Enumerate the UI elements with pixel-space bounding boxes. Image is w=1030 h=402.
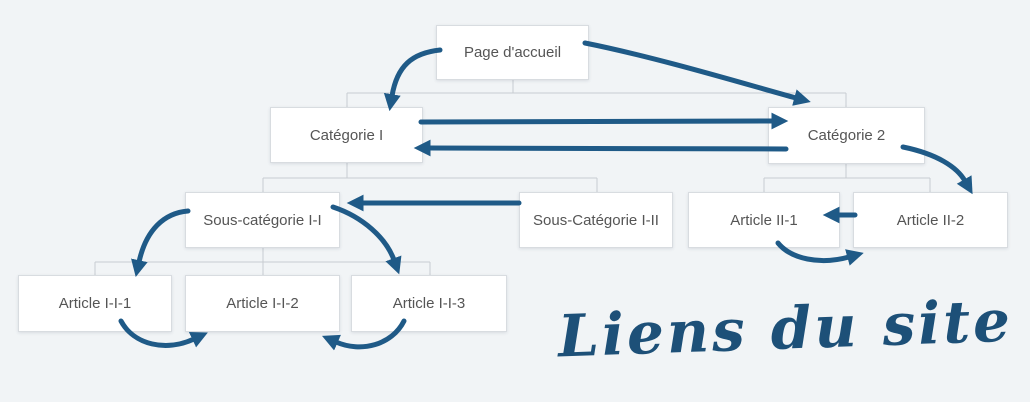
node-category-2: Catégorie 2: [768, 107, 925, 164]
node-article-1-1-1: Article I-I-1: [18, 275, 172, 332]
node-article-2-1: Article II-1: [688, 192, 840, 248]
node-subcategory-1-2: Sous-Catégorie I-II: [519, 192, 673, 248]
node-home: Page d'accueil: [436, 25, 589, 80]
node-article-1-1-2: Article I-I-2: [185, 275, 340, 332]
node-category-1: Catégorie I: [270, 107, 423, 163]
caption-liens-du-site: Liens du site: [556, 286, 1015, 371]
node-subcategory-1-1: Sous-catégorie I-I: [185, 192, 340, 248]
node-article-1-1-3: Article I-I-3: [351, 275, 507, 332]
node-article-2-2: Article II-2: [853, 192, 1008, 248]
